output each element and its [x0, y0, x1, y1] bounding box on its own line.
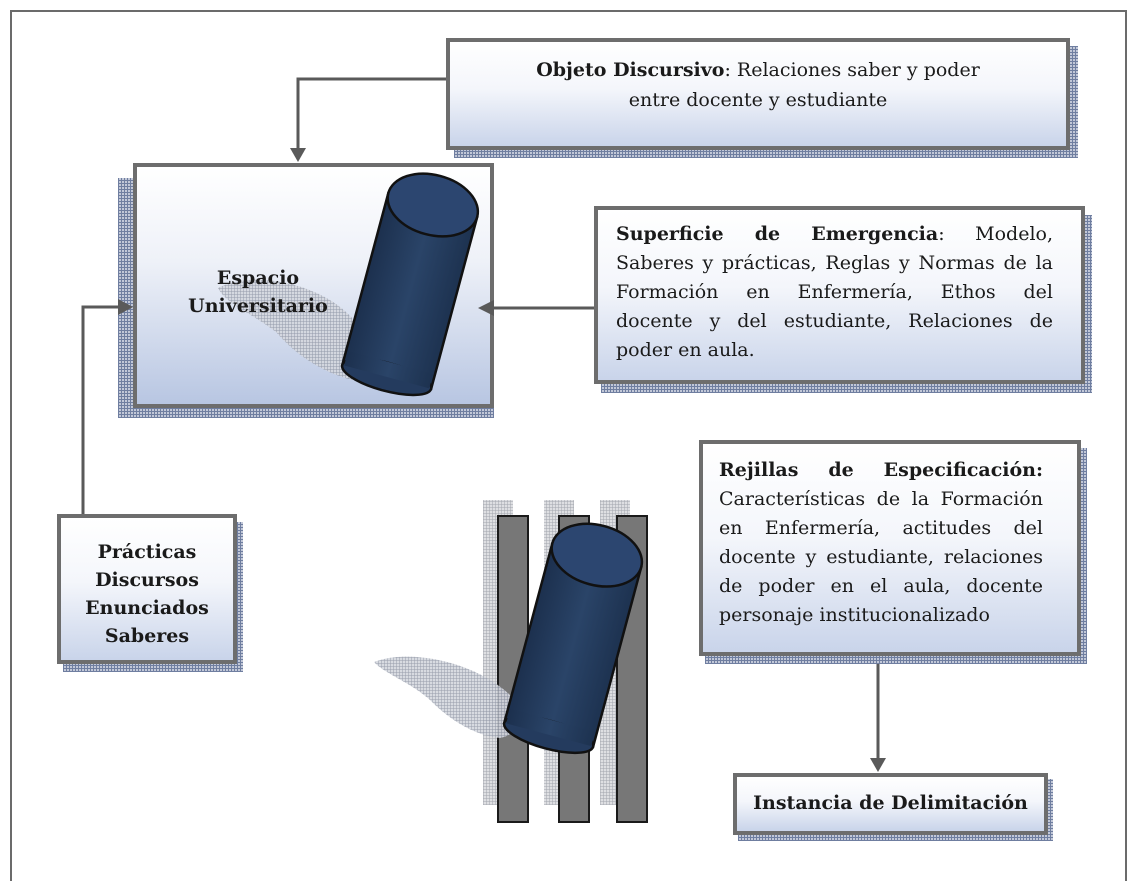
superficie-text-1: : Modelo, — [938, 223, 1054, 245]
superficie-line-2: Saberes y prácticas, Reglas y Normas de … — [616, 252, 1053, 274]
diagram-frame — [10, 10, 1127, 881]
objeto-line-2: entre docente y estudiante — [628, 89, 888, 111]
superficie-line-1: Superficie de Emergencia: Modelo, — [616, 220, 1053, 249]
practicas-list: Prácticas Discursos Enunciados Saberes — [61, 538, 233, 650]
superficie-emergencia-box: Superficie de Emergencia: Modelo, Sabere… — [594, 206, 1085, 384]
superficie-line-4: docente y del estudiante, Relaciones de — [616, 310, 1053, 332]
instancia-label: Instancia de Delimitación — [753, 792, 1028, 814]
practicas-box: Prácticas Discursos Enunciados Saberes — [57, 514, 237, 664]
espacio-label-line-2: Universitario — [188, 295, 328, 317]
rejillas-line-4: docente y estudiante, relaciones — [719, 546, 1043, 568]
rejillas-line-2: Características de la Formación — [719, 488, 1043, 510]
cylinder-shadow-bottom — [374, 656, 518, 738]
rejillas-line-3: en Enfermería, actitudes del — [719, 517, 1043, 539]
arrow-rejillas-to-instancia — [870, 664, 886, 772]
instancia-delimitacion-box: Instancia de Delimitación — [733, 773, 1048, 835]
rejillas-line-6: personaje institucionalizado — [719, 604, 990, 626]
rejillas-title: Rejillas de Especificación: — [719, 459, 1043, 481]
practicas-item: Discursos — [95, 569, 199, 591]
rejillas-especificacion-box: Rejillas de Especificación: Característi… — [699, 440, 1081, 656]
superficie-title: Superficie de Emergencia — [616, 223, 939, 245]
objeto-discursivo-box: Objeto Discursivo: Relaciones saber y po… — [446, 38, 1070, 150]
superficie-line-5: poder en aula. — [616, 339, 755, 361]
practicas-item: Enunciados — [85, 597, 209, 619]
espacio-label-line-1: Espacio — [216, 267, 300, 289]
practicas-item: Prácticas — [97, 541, 197, 563]
objeto-title: Objeto Discursivo — [536, 59, 725, 81]
cylinder-rejillas — [502, 522, 644, 755]
arrow-superficie-to-espacio — [478, 300, 594, 316]
arrow-practicas-to-espacio — [81, 299, 133, 514]
objeto-text-1: : Relaciones saber y poder — [724, 59, 980, 81]
arrow-objeto-to-espacio — [290, 77, 446, 162]
practicas-item: Saberes — [104, 625, 190, 647]
espacio-label: Espacio Universitario — [178, 264, 338, 320]
cylinder-espacio — [340, 172, 480, 397]
objeto-line-1: Objeto Discursivo: Relaciones saber y po… — [450, 56, 1066, 85]
superficie-line-3: Formación en Enfermería, Ethos del — [616, 281, 1053, 303]
rejillas-line-5: de poder en el aula, docente — [719, 575, 1043, 597]
